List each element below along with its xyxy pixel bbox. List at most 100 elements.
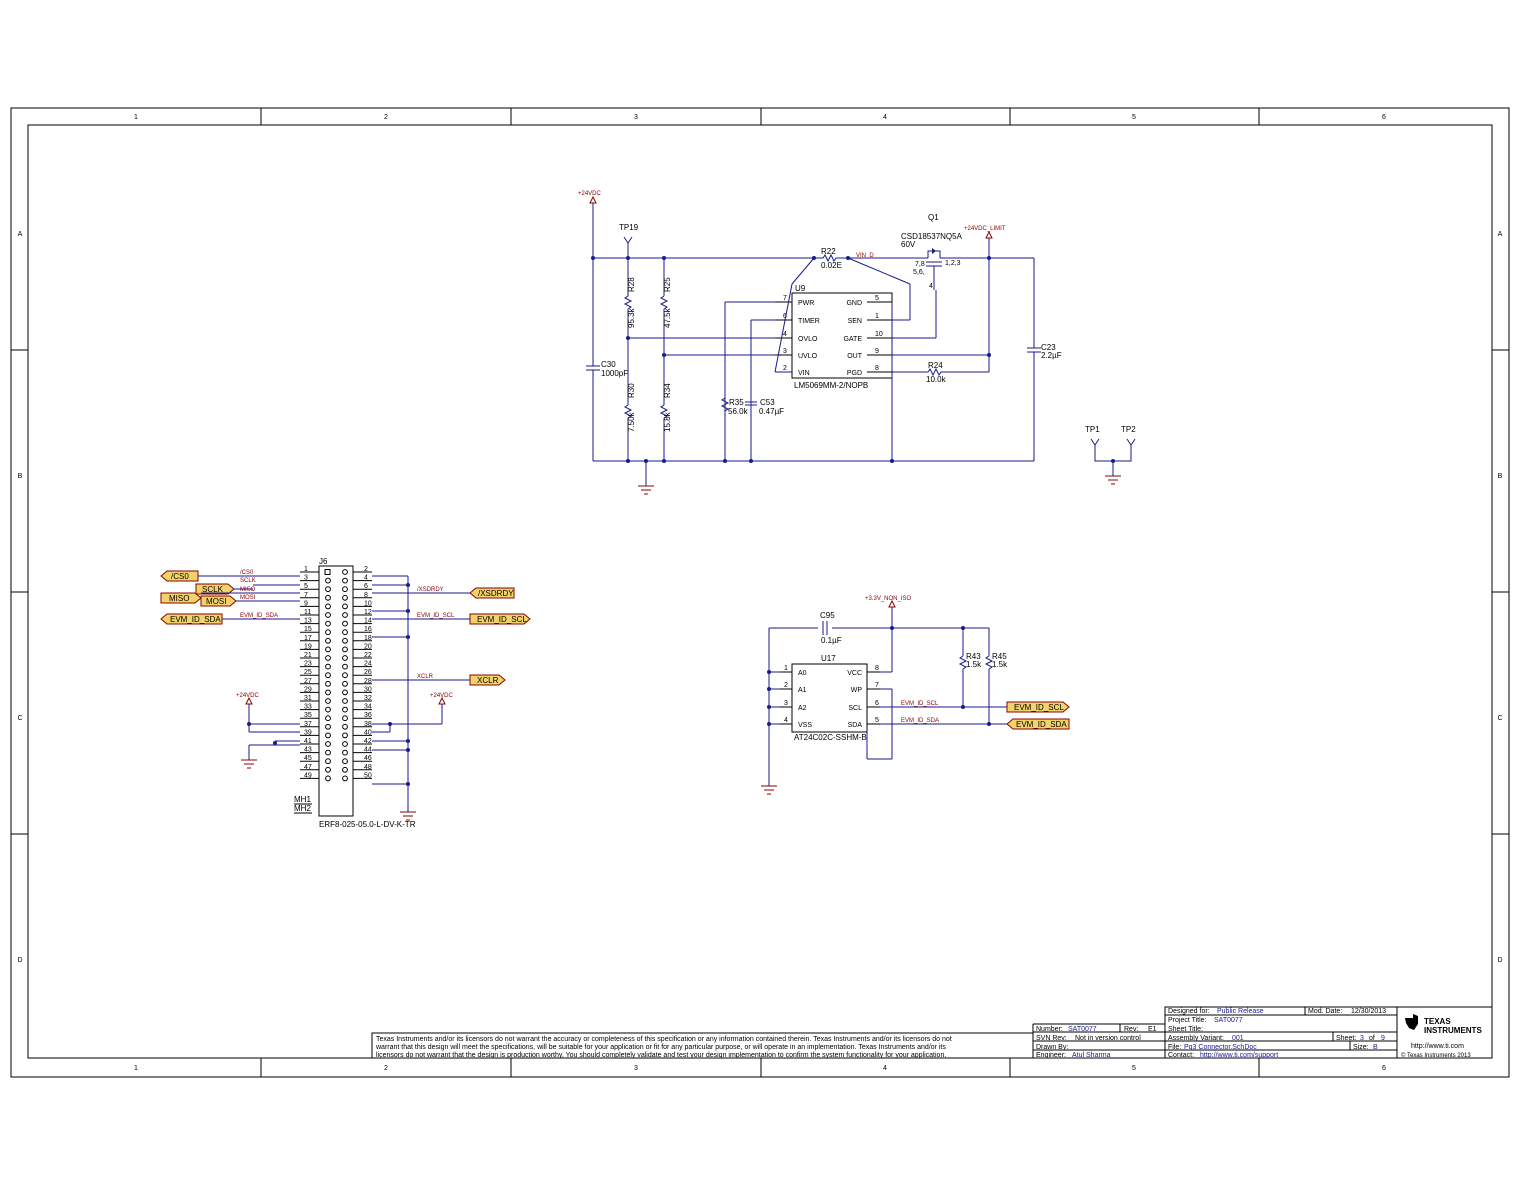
col-label-top: 5 xyxy=(1132,114,1136,121)
svg-text:Atul Sharma: Atul Sharma xyxy=(1072,1052,1111,1059)
svg-text:R43: R43 xyxy=(966,652,981,661)
j6-pin-contact xyxy=(325,603,331,610)
j6-pin-number: 48 xyxy=(364,764,372,771)
j6-pin-number: 6 xyxy=(364,583,368,590)
j6-pin-contact xyxy=(342,594,348,601)
port-cs0: /CS0 /CS0 xyxy=(160,570,300,582)
svg-text:TP19: TP19 xyxy=(619,223,639,232)
j6-pin-contact xyxy=(342,749,348,756)
svg-text:R35: R35 xyxy=(729,398,744,407)
svg-text:MOSI: MOSI xyxy=(206,597,226,606)
j6-pin-number: 13 xyxy=(304,618,312,625)
j6-pin-contact xyxy=(325,646,331,653)
u17-pin-number: 2 xyxy=(784,682,788,689)
svg-text:7.50k: 7.50k xyxy=(627,411,636,432)
svg-text:TP2: TP2 xyxy=(1121,425,1136,434)
j6-pin-contact xyxy=(342,637,348,644)
hotswap-circuit: +24VDC TP19 R22 0.02E VIN_D Q xyxy=(578,191,1136,495)
j6-pin-contact xyxy=(325,706,331,713)
svg-text:Sheet Title:: Sheet Title: xyxy=(1168,1026,1203,1033)
svg-text:Assembly Variant:: Assembly Variant: xyxy=(1168,1035,1224,1042)
svg-text:/CS0: /CS0 xyxy=(240,570,254,576)
j6-pin-number: 14 xyxy=(364,618,372,625)
u9-pin-name: OUT xyxy=(847,353,863,360)
j6-pin-contact xyxy=(342,766,348,773)
svg-text:Rev:: Rev: xyxy=(1124,1026,1138,1033)
u9-pin-name: GATE xyxy=(843,336,862,343)
j6-pin-number: 46 xyxy=(364,755,372,762)
svg-text:EVM_ID_SCL: EVM_ID_SCL xyxy=(1014,703,1064,712)
svg-text:INSTRUMENTS: INSTRUMENTS xyxy=(1424,1026,1482,1035)
j6-pin-number: 35 xyxy=(304,712,312,719)
j6-pin-contact xyxy=(342,629,348,636)
svg-text:+24VDC: +24VDC xyxy=(578,191,602,197)
disclaimer-line-1: Texas Instruments and/or its licensors d… xyxy=(376,1036,952,1043)
row-label-left: A xyxy=(18,231,23,238)
svg-text:LM5069MM-2/NOPB: LM5069MM-2/NOPB xyxy=(794,381,868,390)
j6-pin-number: 44 xyxy=(364,747,372,754)
j6-pin-contact xyxy=(325,689,331,696)
u17-pin-name: VSS xyxy=(798,722,812,729)
j6-pin-contact xyxy=(342,620,348,627)
j6-pin-contact xyxy=(342,586,348,593)
col-label-bottom: 2 xyxy=(384,1065,388,1072)
capacitor-c30: C30 1000pF xyxy=(586,258,628,461)
frame-column-labels: 1 2 3 4 5 6 1 2 3 4 5 6 xyxy=(134,114,1386,1072)
j6-pin-1-marker xyxy=(324,569,331,575)
svg-text:2.2µF: 2.2µF xyxy=(1041,351,1062,360)
j6-pin-contact xyxy=(325,680,331,687)
resistor-r43: R43 1.5k xyxy=(958,628,982,707)
svg-text:1.5k: 1.5k xyxy=(992,660,1008,669)
j6-pin-number: 41 xyxy=(304,738,312,745)
power-flag-24vdc-limit: +24VDC_LIMIT xyxy=(964,226,1006,258)
svg-text:ERF8-025-05.0-L-DV-K-TR: ERF8-025-05.0-L-DV-K-TR xyxy=(319,820,416,829)
resistor-r34: R34 15.8k xyxy=(659,355,672,461)
j6-pin-contact xyxy=(325,594,331,601)
j6-pin-number: 15 xyxy=(304,626,312,633)
j6-pin-number: 23 xyxy=(304,661,312,668)
resistor-r45: R45 1.5k xyxy=(984,628,1008,724)
j6-pin-number: 37 xyxy=(304,721,312,728)
j6-pin-contact xyxy=(342,680,348,687)
j6-pin-contact xyxy=(342,689,348,696)
svg-text:AT24C02C-SSHM-B: AT24C02C-SSHM-B xyxy=(794,733,867,742)
j6-pin-contact xyxy=(325,577,331,584)
mosfet-q1: Q1 CSD18537NQ5A 60V 7,8 5,6, 1,2,3 4 xyxy=(892,213,963,339)
svg-text:C53: C53 xyxy=(760,398,775,407)
svg-text:J6: J6 xyxy=(319,557,328,566)
j6-pin-contact xyxy=(342,715,348,722)
j6-pin-contact xyxy=(325,758,331,765)
svg-text:MISO: MISO xyxy=(240,587,256,593)
test-point-tp1-tp2: TP1 TP2 xyxy=(1085,425,1136,485)
u17-pin-number: 7 xyxy=(875,682,879,689)
u9-pin-number: 4 xyxy=(783,331,787,338)
u9-pin-name: SEN xyxy=(848,318,862,325)
j6-pin-contact xyxy=(325,732,331,739)
svg-text:9: 9 xyxy=(1381,1035,1385,1042)
frame-row-labels: A B C D A B C D xyxy=(17,231,1502,964)
j6-pin-number: 22 xyxy=(364,652,372,659)
svg-text:MOSI: MOSI xyxy=(240,595,256,601)
svg-text:EVM_ID_SDA: EVM_ID_SDA xyxy=(1016,720,1067,729)
ti-logo: TEXAS INSTRUMENTS xyxy=(1405,1014,1482,1035)
u9-pin-number: 2 xyxy=(783,365,787,372)
col-label-top: 6 xyxy=(1382,114,1386,121)
eeprom-circuit: +3.3V_NON_ISO C95 0.1µF U17 AT24C02C-SSH… xyxy=(761,596,1070,795)
row-label-left: D xyxy=(17,957,22,964)
svg-text:C30: C30 xyxy=(601,360,616,369)
svg-text:U9: U9 xyxy=(795,284,806,293)
j6-pin-contact xyxy=(342,775,348,782)
capacitor-c23: C23 2.2µF xyxy=(1027,258,1062,461)
u9-pin-number: 3 xyxy=(783,348,787,355)
j6-pin-number: 28 xyxy=(364,678,372,685)
j6-pin-number: 29 xyxy=(304,686,312,693)
j6-pin-number: 45 xyxy=(304,755,312,762)
net-label-scl: EVM_ID_SCL xyxy=(901,701,939,707)
svg-text:12/30/2013: 12/30/2013 xyxy=(1351,1008,1386,1015)
port-miso: MISO MISO xyxy=(160,587,300,604)
u17-pin-name: A2 xyxy=(798,705,807,712)
svg-text:/XSDRDY: /XSDRDY xyxy=(417,587,444,593)
contact-link[interactable]: http://www.ti.com/support xyxy=(1200,1052,1278,1059)
resistor-r35: R35 56.0k xyxy=(720,397,749,416)
j6-pin-number: 47 xyxy=(304,764,312,771)
